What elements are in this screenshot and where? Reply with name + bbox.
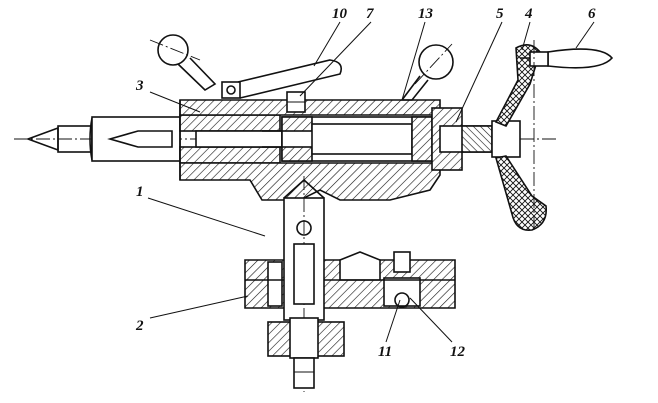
- callout-7: 7: [366, 6, 374, 22]
- callout-4: 4: [524, 6, 533, 22]
- callout-2: 2: [135, 318, 144, 334]
- tailstock-base: [244, 251, 456, 309]
- callout-1: 1: [136, 184, 144, 200]
- callout-11: 11: [378, 344, 392, 360]
- leader-lines: [147, 21, 595, 343]
- callout-3: 3: [135, 78, 144, 94]
- callout-12: 12: [450, 344, 466, 360]
- callout-10: 10: [332, 6, 348, 22]
- callout-6: 6: [588, 6, 596, 22]
- clamp-bolt: [286, 91, 306, 113]
- quill-lock-lever: [149, 34, 343, 99]
- lead-screw: [431, 107, 521, 171]
- body-lock-lever: [400, 43, 454, 101]
- callout-5: 5: [496, 6, 504, 22]
- bottom-nut: [267, 317, 345, 389]
- callout-13: 13: [418, 6, 434, 22]
- handwheel: [494, 40, 614, 231]
